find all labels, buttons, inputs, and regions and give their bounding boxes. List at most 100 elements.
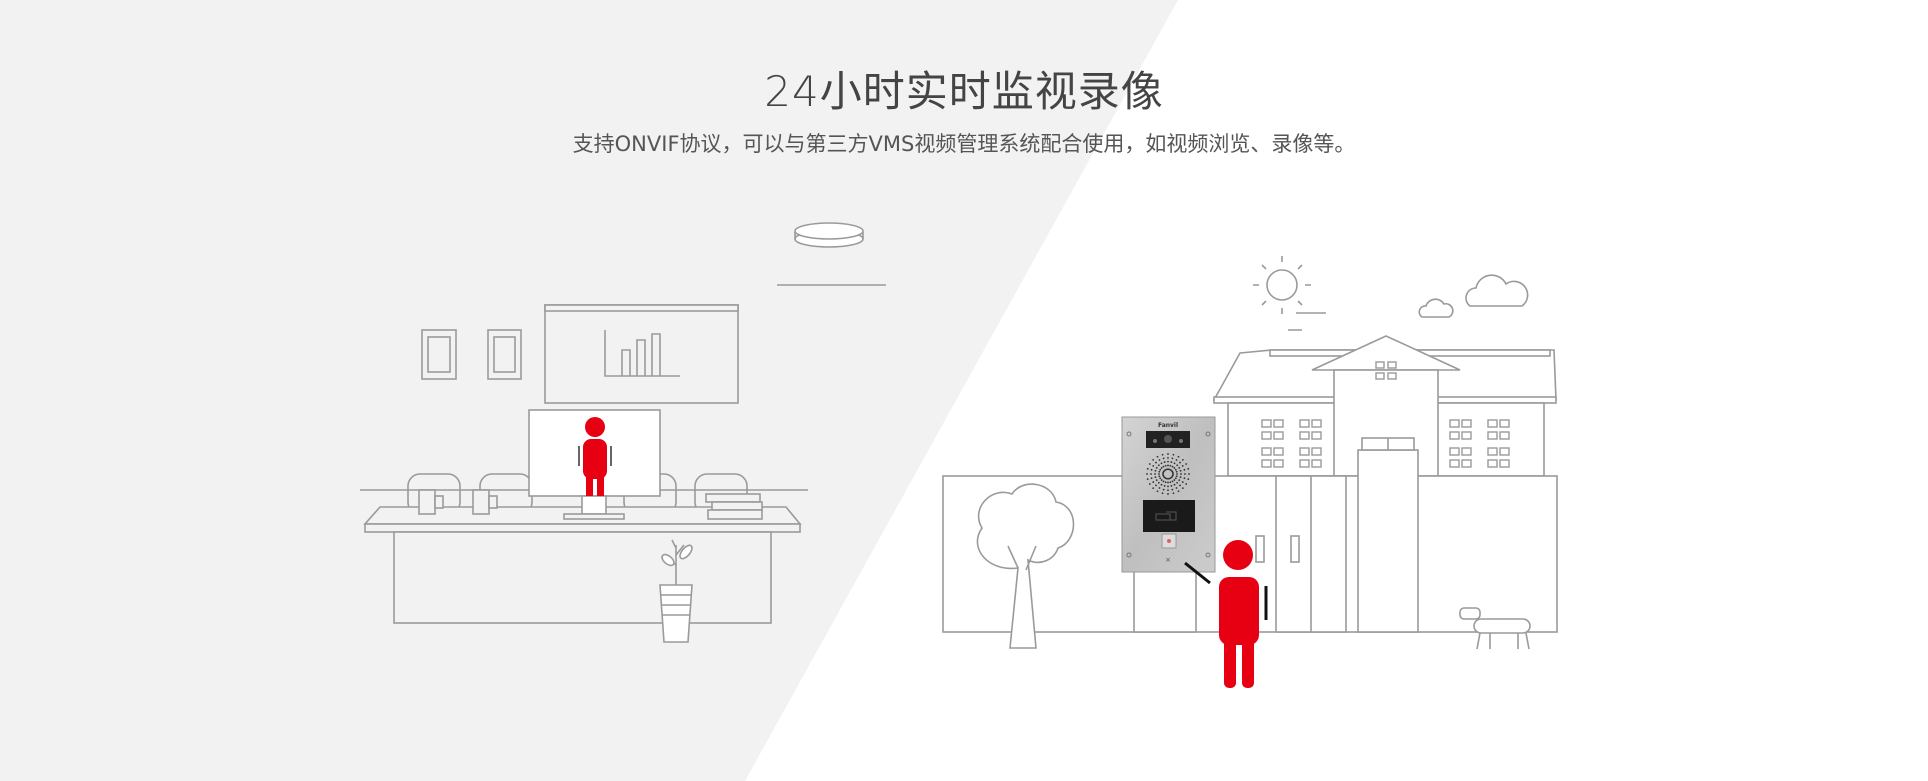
grille-dot xyxy=(1159,477,1162,480)
grille-dot xyxy=(1146,467,1149,470)
grille-dot xyxy=(1173,462,1176,465)
grille-dot xyxy=(1171,480,1174,483)
grille-dot xyxy=(1167,493,1169,495)
grille-dot xyxy=(1169,481,1172,484)
grille-dot xyxy=(1167,453,1169,455)
desk-items xyxy=(418,489,763,520)
grille-dot xyxy=(1154,469,1157,472)
whiteboard-chart xyxy=(544,304,739,404)
grille-dot xyxy=(1162,465,1165,468)
picture-frames xyxy=(421,329,522,380)
grille-dot xyxy=(1158,475,1161,478)
person-on-monitor-icon xyxy=(578,417,612,496)
grille-dot xyxy=(1158,459,1161,461)
tree xyxy=(976,483,1075,649)
grille-dot xyxy=(1175,470,1178,473)
grille-dot xyxy=(1152,481,1155,483)
grille-dot xyxy=(1152,465,1155,467)
grille-dot xyxy=(1155,479,1158,482)
grille-dot xyxy=(1155,461,1157,464)
page-subtitle: 支持ONVIF协议，可以与第三方VMS视频管理系统配合使用，如视频浏览、录像等。 xyxy=(572,132,1356,156)
grille-dot xyxy=(1167,460,1169,463)
grille-dot xyxy=(1146,473,1148,475)
grille-dot xyxy=(1183,477,1186,480)
fanvil-logo: Fanvil xyxy=(1158,422,1178,429)
svg-text:×: × xyxy=(1165,556,1171,564)
grille-dot xyxy=(1180,473,1182,475)
office-scene xyxy=(360,222,886,643)
intercom-device: Fanvil × xyxy=(1121,416,1216,573)
outdoor-scene: Fanvil × xyxy=(942,256,1558,688)
grille-dot xyxy=(1176,481,1179,484)
grille-dot xyxy=(1146,478,1149,481)
grille-dot xyxy=(1154,473,1156,475)
grille-dot xyxy=(1162,480,1165,483)
grille-dot xyxy=(1164,464,1167,467)
grille-dot xyxy=(1164,481,1167,484)
grille-dot xyxy=(1171,465,1174,468)
grille-dot xyxy=(1188,473,1190,475)
grille-dot xyxy=(1173,467,1176,469)
grille-dot xyxy=(1150,468,1153,471)
grille-dot xyxy=(1175,487,1178,489)
cloud-icons xyxy=(1418,274,1529,318)
grille-dot xyxy=(1160,483,1163,486)
grille-dot xyxy=(1181,465,1184,467)
grille-dot xyxy=(1176,473,1178,475)
grille-dot xyxy=(1158,487,1161,489)
grille-dot xyxy=(1155,466,1158,469)
grille-dot xyxy=(1158,470,1161,473)
grille-dot xyxy=(1160,479,1163,481)
grille-dot xyxy=(1162,488,1165,491)
grille-dot xyxy=(1152,458,1155,461)
grille-dot xyxy=(1156,455,1159,458)
grille-dot xyxy=(1179,476,1182,479)
grille-dot xyxy=(1157,464,1160,467)
grille-dot xyxy=(1185,483,1188,485)
grille-dot xyxy=(1177,455,1180,458)
grille-dot xyxy=(1183,468,1186,471)
desk xyxy=(363,506,802,624)
grille-dot xyxy=(1172,453,1175,456)
ceiling-lamp xyxy=(777,222,886,286)
grille-dot xyxy=(1179,469,1182,472)
grille-dot xyxy=(1181,481,1184,483)
grille-dot xyxy=(1158,473,1160,475)
grille-dot xyxy=(1163,485,1166,487)
speaker-grille xyxy=(1146,453,1190,495)
grille-dot xyxy=(1178,479,1181,482)
grille-dot xyxy=(1173,483,1176,486)
potted-plant xyxy=(659,539,693,643)
grille-dot xyxy=(1178,466,1181,469)
grille-dot xyxy=(1175,459,1178,461)
sun-icon xyxy=(1253,256,1326,331)
grille-dot xyxy=(1173,479,1176,481)
grille-dot xyxy=(1181,487,1184,490)
grille-dot xyxy=(1171,488,1174,491)
grille-dot xyxy=(1157,481,1160,484)
grille-dot xyxy=(1174,477,1177,480)
visitor-person-icon xyxy=(1184,540,1268,688)
grille-dot xyxy=(1160,467,1163,469)
grille-dot xyxy=(1161,453,1164,456)
grille-dot xyxy=(1170,461,1173,463)
grille-dot xyxy=(1167,481,1169,484)
grille-dot xyxy=(1172,492,1175,495)
grille-dot xyxy=(1167,464,1169,467)
page-title: 24小时实时监视录像 xyxy=(764,67,1164,116)
grille-dot xyxy=(1174,468,1177,471)
grille-dot xyxy=(1161,492,1164,495)
dog xyxy=(1459,607,1531,650)
grille-dot xyxy=(1150,473,1152,475)
grille-dot xyxy=(1162,457,1165,460)
grille-dot xyxy=(1152,487,1155,490)
grille-dot xyxy=(1171,471,1174,474)
grille-dot xyxy=(1187,478,1190,481)
grille-dot xyxy=(1148,483,1151,485)
grille-dot xyxy=(1155,484,1157,487)
grille-dot xyxy=(1169,464,1172,467)
rfid-card-reader xyxy=(1143,500,1195,532)
grille-dot xyxy=(1167,456,1169,459)
grille-dot xyxy=(1176,464,1179,467)
